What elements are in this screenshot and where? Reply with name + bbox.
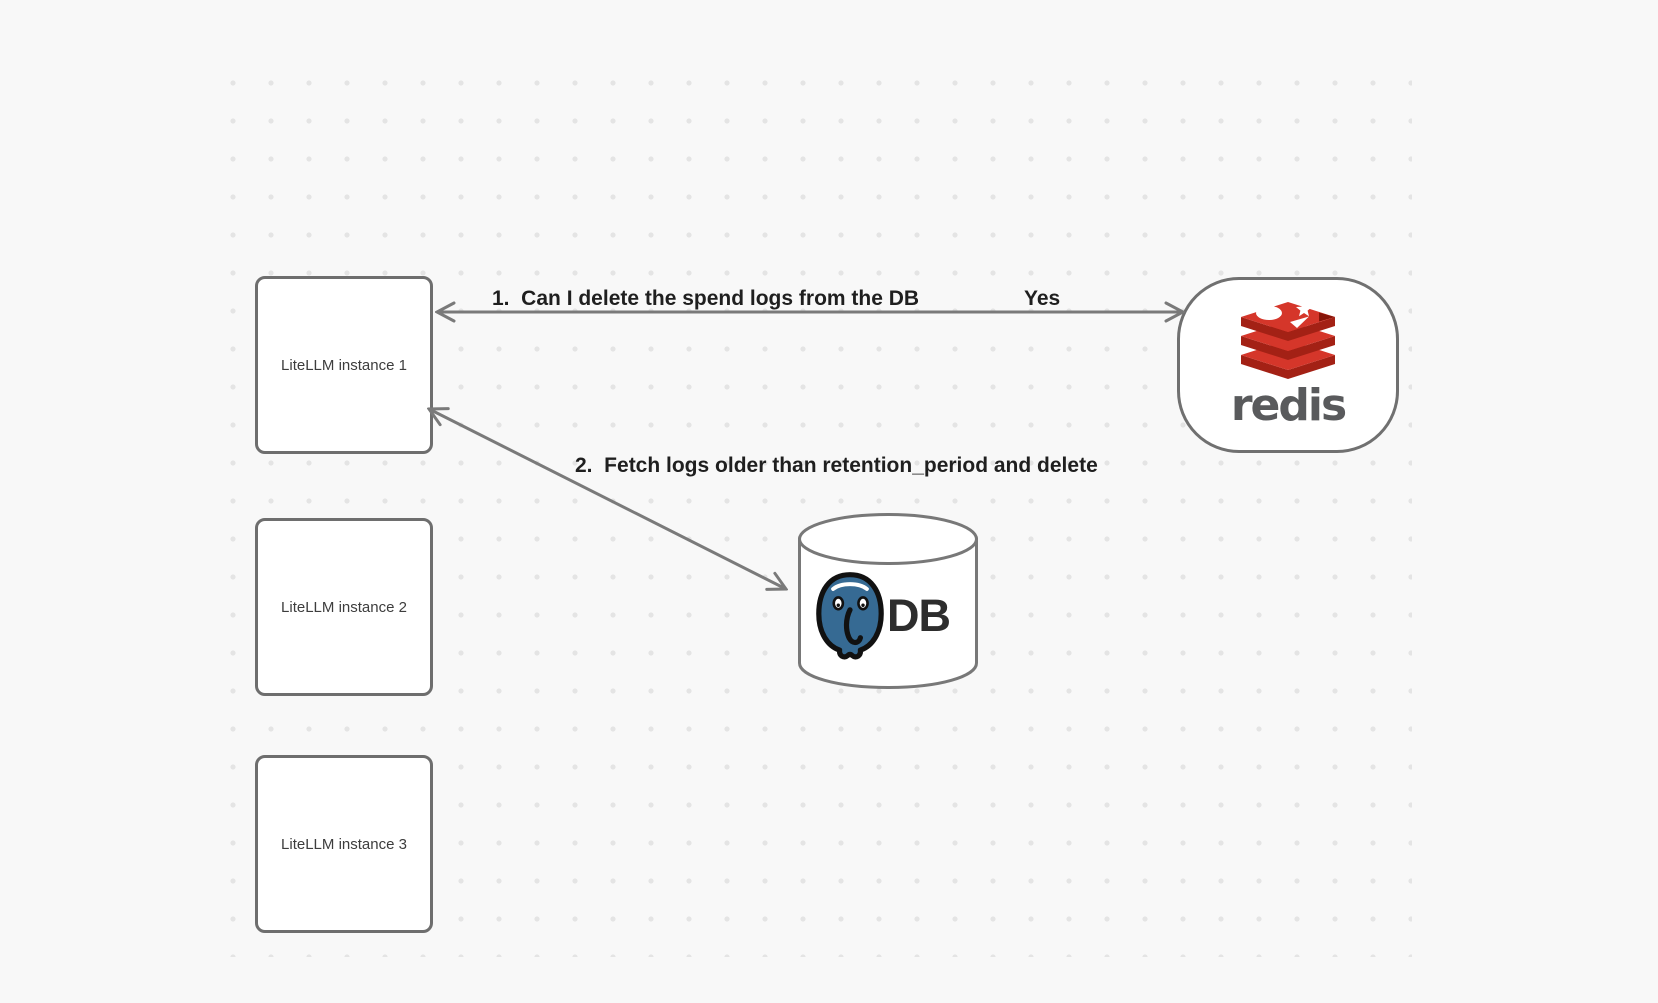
arrow-1-label: 1. Can I delete the spend logs from the …	[492, 287, 920, 310]
litellm-instance-2-label: LiteLLM instance 2	[281, 598, 407, 616]
litellm-instance-1-label: LiteLLM instance 1	[281, 356, 407, 374]
redis-wordmark: redis	[1230, 380, 1347, 431]
litellm-instance-3-label: LiteLLM instance 3	[281, 835, 407, 853]
litellm-instance-1-box[interactable]: LiteLLM instance 1	[255, 276, 433, 454]
redis-logo-icon	[1241, 302, 1335, 379]
litellm-instance-2-box[interactable]: LiteLLM instance 2	[255, 518, 433, 696]
redis-node[interactable]: redis	[1177, 277, 1399, 453]
arrow-1-response-label: Yes	[1024, 287, 1061, 310]
litellm-instance-3-box[interactable]: LiteLLM instance 3	[255, 755, 433, 933]
db-label: DB	[887, 589, 951, 641]
db-cylinder[interactable]: DB	[797, 512, 979, 690]
arrow-2-label: 2. Fetch logs older than retention_perio…	[575, 454, 1098, 477]
postgresql-elephant-icon	[816, 572, 884, 660]
